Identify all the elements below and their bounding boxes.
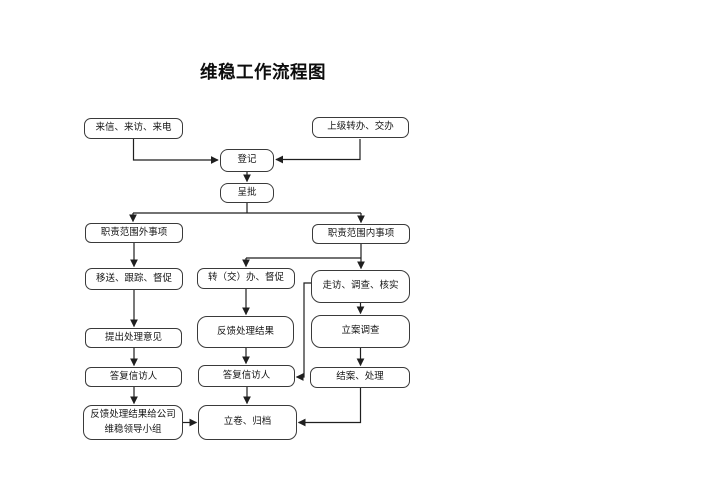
node-label: 呈批 — [237, 186, 257, 198]
node-label: 结案、处理 — [336, 371, 384, 383]
node-label: 上级转办、交办 — [327, 121, 394, 133]
node-reply-petitioner-mid: 答复信访人 — [198, 365, 295, 387]
node-outside-scope: 职责范围外事项 — [85, 223, 183, 243]
node-label: 立卷、归档 — [223, 416, 272, 428]
edge-close-to-archive — [297, 388, 362, 427]
node-label: 提出处理意见 — [104, 331, 162, 343]
node-label: 登记 — [237, 154, 257, 166]
node-label: 反馈处理结果给公司维稳领导小组 — [90, 409, 176, 435]
node-label: 反馈处理结果 — [216, 325, 274, 337]
node-reply-petitioner-left: 答复信访人 — [85, 367, 182, 387]
node-label: 来信、来访、来电 — [95, 122, 172, 134]
node-close-case: 结案、处理 — [310, 367, 410, 388]
diagram-title: 维稳工作流程图 — [200, 62, 326, 82]
node-case-investigation: 立案调查 — [311, 315, 410, 348]
node-visit-verify: 走访、调查、核实 — [311, 270, 410, 303]
node-label: 移送、跟踪、督促 — [95, 272, 172, 284]
edge-incoming-to-register — [132, 139, 219, 164]
node-label: 答复信访人 — [222, 369, 271, 381]
node-incoming-contacts: 来信、来访、来电 — [84, 118, 183, 139]
edge-visit-to-reply-mid — [295, 282, 311, 381]
node-feedback-leading-group: 反馈处理结果给公司维稳领导小组 — [83, 405, 183, 440]
node-register: 登记 — [220, 149, 274, 172]
node-feedback-result: 反馈处理结果 — [197, 316, 294, 348]
node-label: 职责范围内事项 — [327, 227, 395, 239]
node-label: 立案调查 — [341, 325, 380, 337]
node-propose-opinion: 提出处理意见 — [85, 328, 182, 348]
node-inside-scope: 职责范围内事项 — [312, 224, 410, 244]
node-assign-supervise: 转（交）办、督促 — [197, 268, 295, 289]
node-label: 答复信访人 — [109, 370, 158, 382]
edge-superior-to-register — [275, 139, 361, 164]
node-label: 职责范围外事项 — [100, 226, 168, 238]
node-submit-approval: 呈批 — [220, 183, 274, 203]
node-file-archive: 立卷、归档 — [198, 405, 297, 440]
node-transfer-track: 移送、跟踪、督促 — [85, 268, 183, 290]
node-superior-assignment: 上级转办、交办 — [312, 117, 409, 138]
node-label: 转（交）办、督促 — [207, 272, 284, 284]
node-label: 走访、调查、核实 — [322, 280, 399, 292]
